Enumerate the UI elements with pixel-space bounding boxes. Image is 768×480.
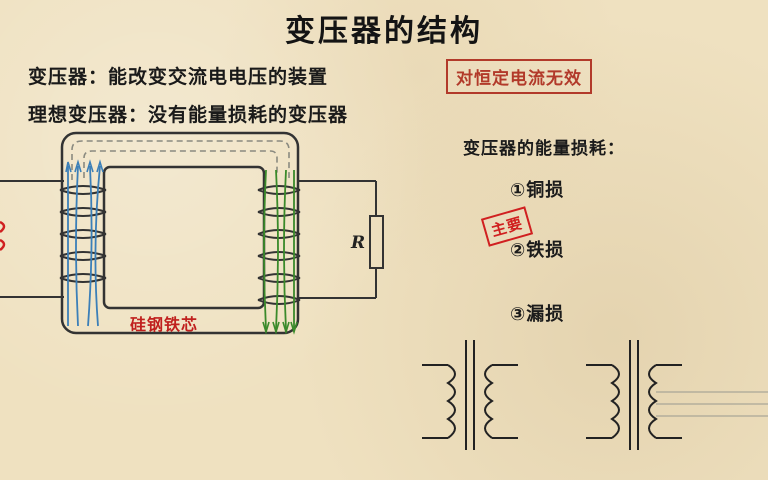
core-label: 硅钢铁芯 (130, 315, 198, 334)
primary-coil (59, 185, 107, 283)
leakage-flux-line-outer (71, 140, 290, 180)
definition-ideal-transformer: 理想变压器：没有能量损耗的变压器 (28, 104, 349, 126)
transformer-symbol-1 (422, 340, 518, 450)
secondary-flux-lines (262, 169, 298, 335)
primary-flux-lines (65, 159, 104, 327)
dc-note-box: 对恒定电流无效 (446, 59, 592, 94)
transformer-symbol-2 (586, 340, 682, 450)
resistor-symbol (369, 215, 384, 269)
definition-transformer: 变压器：能改变交流电电压的装置 (28, 66, 329, 88)
leakage-flux-line-inner (83, 150, 278, 178)
secondary-coil (257, 185, 301, 305)
loss-item-copper: ①铜损 (510, 180, 565, 201)
page-title: 变压器的结构 (285, 14, 483, 49)
output-fade-lines (656, 391, 768, 417)
core-inner-outline (102, 165, 266, 310)
loss-item-iron: ②铁损 (510, 240, 565, 261)
resistor-label: R (350, 233, 365, 253)
ac-source-icon (0, 220, 6, 251)
loss-item-leakage: ③漏损 (510, 304, 565, 325)
energy-loss-heading: 变压器的能量损耗： (463, 139, 625, 159)
